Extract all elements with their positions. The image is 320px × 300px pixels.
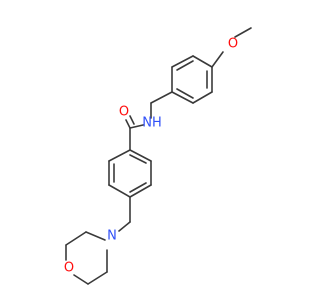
morpholine-oxygen-symbol: O xyxy=(64,261,74,276)
atom-label-morpholine-oxygen: O xyxy=(64,261,74,276)
methoxy-group xyxy=(211,27,252,68)
benzamide-ring xyxy=(108,149,152,198)
methoxyphenyl-ring xyxy=(171,55,213,104)
chemical-structure: O NH O N O xyxy=(64,27,252,285)
atom-label-amide-nitrogen: NH xyxy=(142,116,162,131)
morpholinomethyl-linker xyxy=(118,196,131,232)
morpholine-ring xyxy=(65,231,108,285)
benzyl-amide-linker xyxy=(125,91,173,151)
methoxy-oxygen-symbol: O xyxy=(228,37,238,52)
atom-label-carbonyl-oxygen: O xyxy=(119,105,129,120)
carbonyl-oxygen-symbol: O xyxy=(119,105,129,120)
morpholine-nitrogen-symbol: N xyxy=(107,229,117,244)
atom-label-methoxy-oxygen: O xyxy=(228,37,238,52)
atom-label-morpholine-nitrogen: N xyxy=(107,229,117,244)
amide-nitrogen-symbol: NH xyxy=(142,116,162,131)
